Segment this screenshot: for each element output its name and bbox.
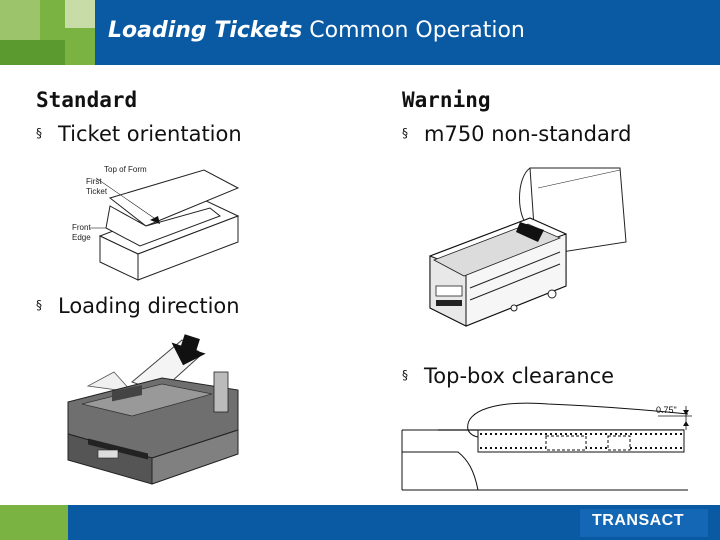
footer-accent	[0, 505, 68, 540]
bullet-mark: §	[36, 126, 42, 140]
bullet-mark: §	[36, 298, 42, 312]
label-first: First	[86, 177, 102, 186]
bullet-text: m750 non-standard	[424, 122, 632, 146]
brand-logo: TRANSACT	[592, 512, 684, 529]
standard-heading: Standard	[36, 88, 138, 112]
slide-title-rest: Common Operation	[302, 18, 525, 43]
loading-direction-figure	[67, 334, 239, 485]
ticket-orientation-figure: Top of Form First Ticket Front Edge	[72, 165, 240, 281]
clearance-figure: 0.75"	[401, 402, 692, 491]
header-bar	[0, 0, 720, 65]
brand-logo-box	[580, 509, 708, 537]
bullet-ticket-orientation: § Ticket orientation	[36, 122, 242, 146]
clearance-label: 0.75"	[656, 405, 677, 415]
warning-heading: Warning	[402, 88, 491, 112]
bullet-mark: §	[402, 368, 408, 382]
bullet-text: Ticket orientation	[58, 122, 242, 146]
bullet-m750: § m750 non-standard	[402, 122, 631, 146]
bullet-text: Top-box clearance	[424, 364, 615, 388]
label-edge: Edge	[72, 233, 91, 242]
label-front: Front	[72, 223, 91, 232]
bullet-loading-direction: § Loading direction	[36, 294, 240, 318]
label-ticket: Ticket	[86, 187, 108, 196]
slide-title-bold: Loading Tickets	[108, 18, 303, 43]
label-top-of-form: Top of Form	[104, 165, 147, 174]
slide-title: Loading Tickets Common Operation	[108, 18, 525, 43]
bullet-mark: §	[402, 126, 408, 140]
bullet-top-box-clearance: § Top-box clearance	[402, 364, 614, 388]
m750-printer-figure	[429, 167, 627, 327]
bullet-text: Loading direction	[58, 294, 240, 318]
